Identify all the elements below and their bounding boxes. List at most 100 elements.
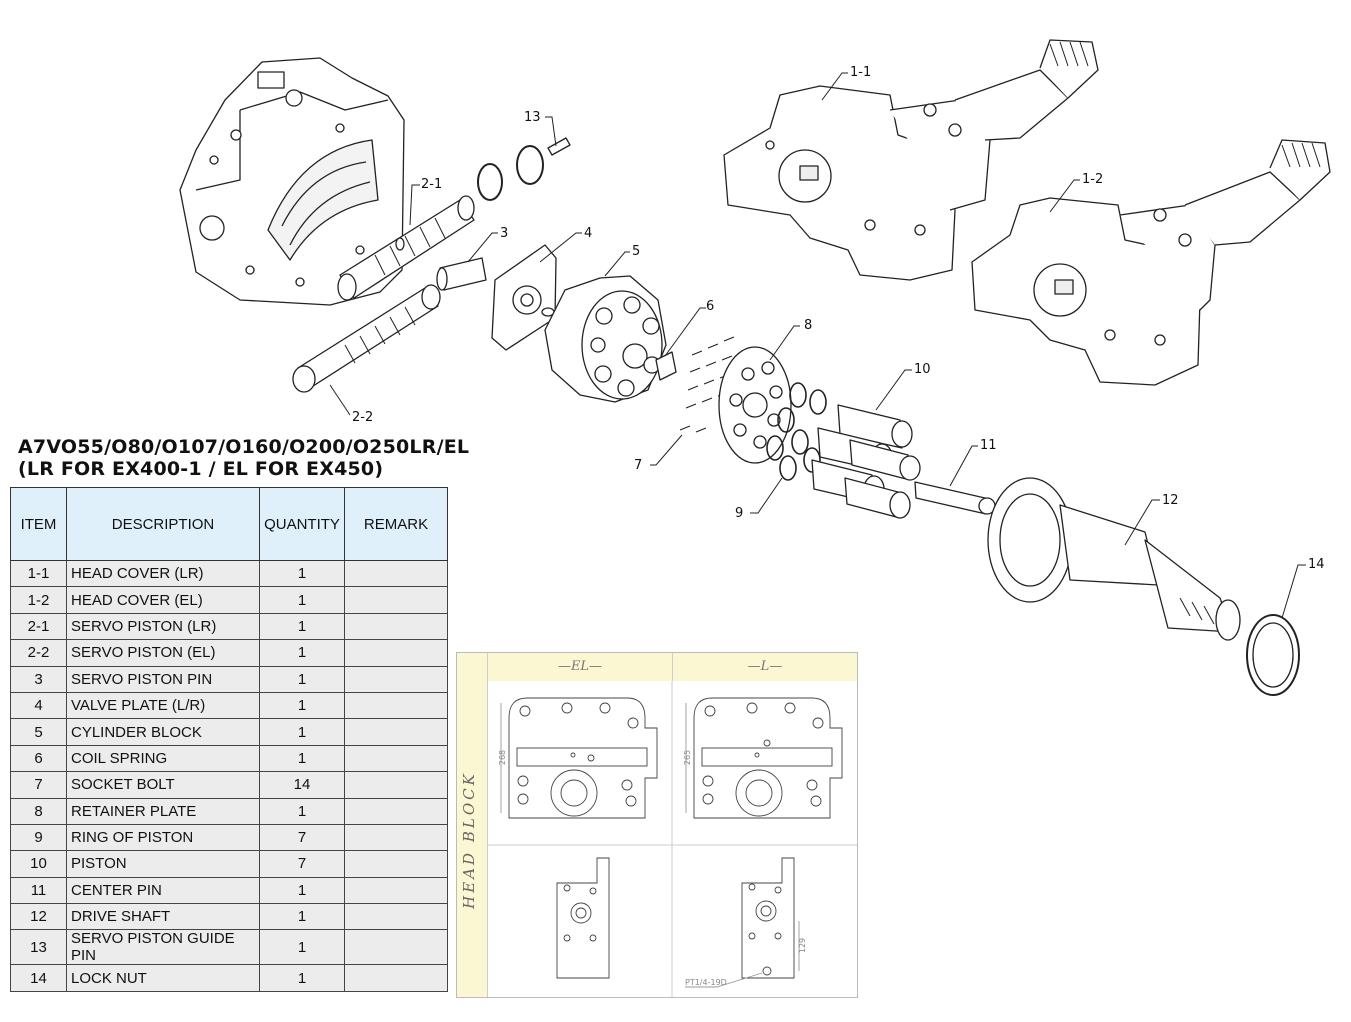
cell-remark	[344, 903, 448, 931]
header-quantity: QUANTITY	[259, 487, 345, 561]
cell-description: SERVO PISTON GUIDE PIN	[66, 929, 260, 966]
cell-item: 4	[10, 691, 67, 720]
cell-item: 3	[10, 665, 67, 693]
cell-remark	[344, 929, 448, 966]
cell-description: HEAD COVER (LR)	[66, 559, 260, 588]
drive-shaft-drawing	[987, 477, 1241, 641]
cell-description: SERVO PISTON PIN	[66, 665, 260, 693]
cell-quantity: 14	[259, 771, 345, 799]
cell-quantity: 1	[259, 876, 345, 905]
head-block-side: HEAD BLOCK	[457, 681, 488, 997]
cell-description: LOCK NUT	[66, 964, 260, 992]
callout-7: 7	[634, 458, 643, 473]
cell-item: 14	[10, 964, 67, 992]
pistons-drawing	[811, 404, 921, 519]
cell-description: CYLINDER BLOCK	[66, 718, 260, 746]
head-block-col-l: —L—	[673, 653, 857, 681]
cell-remark	[344, 559, 448, 588]
callout-12: 12	[1162, 493, 1179, 508]
callout-11: 11	[980, 438, 997, 453]
cell-item: 6	[10, 744, 67, 773]
cell-item: 13	[10, 929, 67, 966]
model-title-line1: A7VO55/O80/O107/O160/O200/O250LR/EL	[18, 436, 470, 458]
servo-piston-el-drawing	[292, 284, 441, 393]
cell-remark	[344, 771, 448, 799]
dim-l: 265	[683, 749, 693, 766]
cell-item: 9	[10, 823, 67, 852]
head-block-col-el: —EL—	[488, 653, 673, 681]
cell-quantity: 1	[259, 797, 345, 825]
callout-3: 3	[500, 226, 509, 241]
valve-plate-drawing	[491, 244, 557, 351]
cell-description: PISTON	[66, 850, 260, 878]
callout-2-2: 2-2	[352, 410, 374, 425]
cell-quantity: 1	[259, 559, 345, 588]
cell-item: 1-1	[10, 559, 67, 588]
cell-item: 2-1	[10, 612, 67, 641]
cell-quantity: 7	[259, 823, 345, 852]
cell-description: SERVO PISTON (LR)	[66, 612, 260, 641]
cell-remark	[344, 691, 448, 720]
cell-quantity: 1	[259, 744, 345, 773]
callout-1-2: 1-2	[1082, 172, 1104, 187]
cell-quantity: 1	[259, 929, 345, 966]
model-title-line2: (LR FOR EX400-1 / EL FOR EX450)	[18, 458, 384, 480]
callout-1-1: 1-1	[850, 65, 872, 80]
cell-item: 5	[10, 718, 67, 746]
cell-quantity: 7	[259, 850, 345, 878]
socket-bolts-drawing	[679, 336, 735, 433]
cell-remark	[344, 797, 448, 825]
cell-description: VALVE PLATE (L/R)	[66, 691, 260, 720]
cell-description: DRIVE SHAFT	[66, 903, 260, 931]
cell-quantity: 1	[259, 964, 345, 992]
cell-remark	[344, 823, 448, 852]
cell-description: SOCKET BOLT	[66, 771, 260, 799]
cell-item: 11	[10, 876, 67, 905]
cell-description: RING OF PISTON	[66, 823, 260, 852]
head-cover-el-drawing	[971, 139, 1331, 386]
cell-item: 7	[10, 771, 67, 799]
cell-description: SERVO PISTON (EL)	[66, 639, 260, 667]
retainer-plate-drawing	[718, 346, 792, 464]
cell-quantity: 1	[259, 612, 345, 641]
cell-remark	[344, 964, 448, 992]
cell-quantity: 1	[259, 691, 345, 720]
cell-item: 10	[10, 850, 67, 878]
cell-item: 1-2	[10, 586, 67, 614]
callout-2-1: 2-1	[421, 177, 443, 192]
cell-item: 12	[10, 903, 67, 931]
cell-remark	[344, 612, 448, 641]
header-description: DESCRIPTION	[66, 487, 260, 561]
table-header-row: ITEM DESCRIPTION QUANTITY REMARK	[10, 487, 448, 561]
cell-quantity: 1	[259, 586, 345, 614]
port-label: PT1/4-19D	[685, 978, 727, 987]
cell-item: 8	[10, 797, 67, 825]
housing-block-drawing	[179, 57, 405, 306]
cell-remark	[344, 718, 448, 746]
cell-remark	[344, 850, 448, 878]
cell-description: HEAD COVER (EL)	[66, 586, 260, 614]
callout-6: 6	[706, 299, 715, 314]
head-cover-lr-drawing	[723, 39, 1099, 281]
cell-item: 2-2	[10, 639, 67, 667]
cell-description: CENTER PIN	[66, 876, 260, 905]
callout-8: 8	[804, 318, 813, 333]
cell-remark	[344, 744, 448, 773]
callout-10: 10	[914, 362, 931, 377]
cell-quantity: 1	[259, 903, 345, 931]
